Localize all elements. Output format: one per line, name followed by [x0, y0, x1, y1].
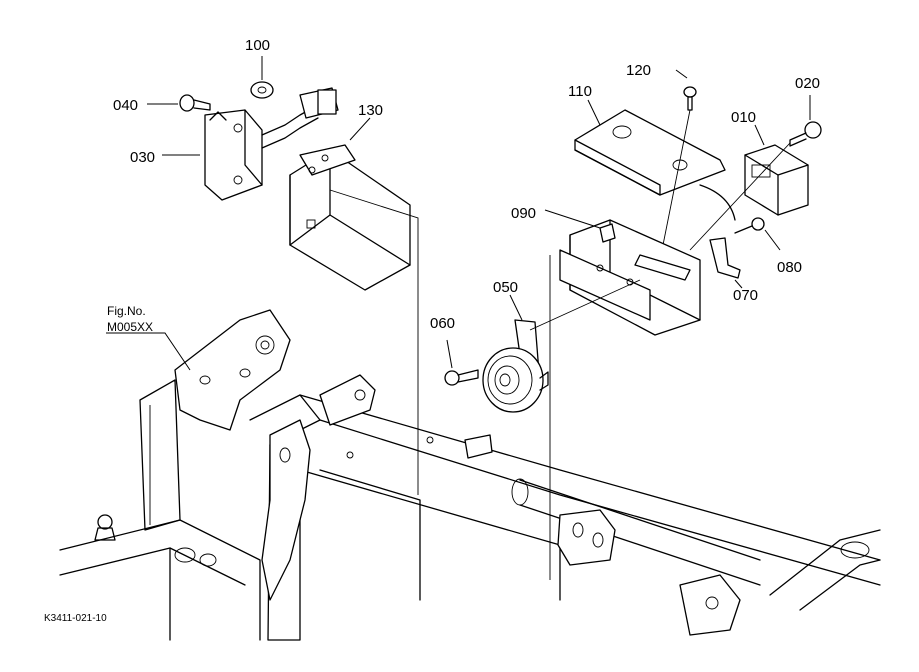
chassis-frame: [59, 309, 881, 641]
label-030: 030: [130, 149, 155, 166]
part-130-bracket: [289, 117, 419, 495]
label-060: 060: [430, 315, 455, 332]
part-030-switch-assembly: [162, 87, 339, 201]
part-010-relay: [744, 124, 809, 216]
label-020: 020: [795, 75, 820, 92]
label-080: 080: [777, 259, 802, 276]
part-060-bolt: [444, 339, 479, 386]
figure-reference-leader: [106, 332, 191, 371]
figure-ref-line2: M005XX: [107, 320, 153, 334]
part-020-bolt: [689, 95, 822, 251]
label-110: 110: [568, 83, 592, 100]
label-040: 040: [113, 97, 138, 114]
drawing-id: K3411-021-10: [44, 613, 107, 624]
part-040-bolt: [147, 94, 211, 112]
label-050: 050: [493, 279, 518, 296]
part-110-cover: [574, 99, 736, 221]
label-010: 010: [731, 109, 756, 126]
label-120: 120: [626, 62, 651, 79]
part-120-screw: [659, 69, 697, 261]
label-100: 100: [245, 37, 270, 54]
figure-ref-line1: Fig.No.: [107, 304, 146, 318]
part-labels: 100 040 030 130 110 120 020 010 090 080 …: [44, 37, 820, 624]
part-070-clip: [709, 237, 743, 289]
part-050-horn: [482, 279, 641, 413]
label-090: 090: [511, 205, 536, 222]
part-090-bracket: [544, 209, 701, 580]
label-130: 130: [358, 102, 383, 119]
label-070: 070: [733, 287, 758, 304]
part-080-bolt: [734, 217, 781, 251]
part-100-grommet: [250, 56, 274, 99]
